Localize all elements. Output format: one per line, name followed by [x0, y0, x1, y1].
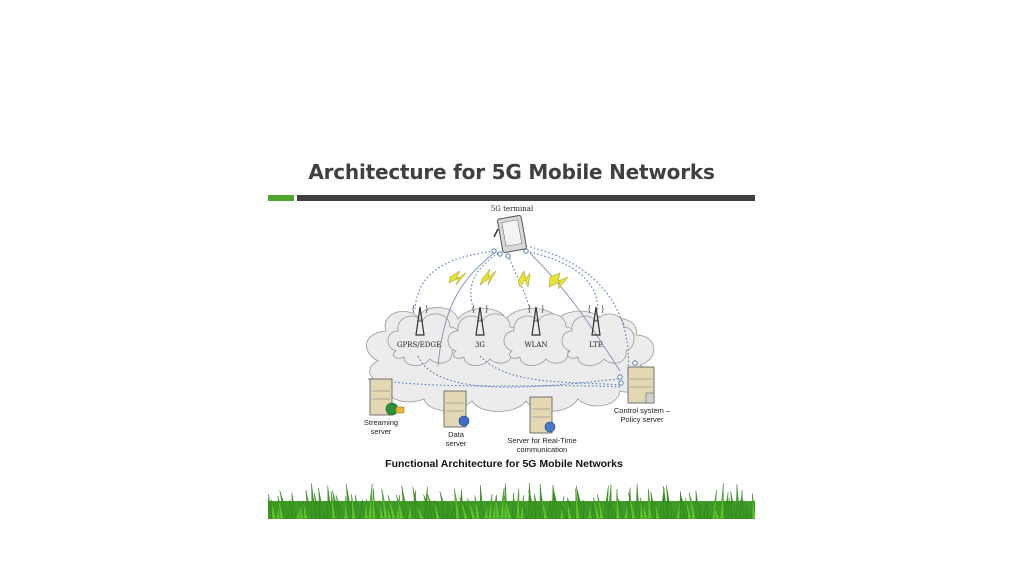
realtime-server-label-2: communication [517, 445, 567, 454]
terminal-label: 5G terminal [491, 205, 534, 213]
realtime-server-label-1: Server for Real-Time [507, 436, 576, 445]
realtime-server-icon [529, 396, 556, 434]
network-label-wlan: WLAN [524, 341, 547, 349]
title-rule-accent [268, 195, 294, 201]
network-label-3g: 3G [475, 341, 485, 349]
grass-decoration [268, 483, 755, 519]
wireless-link-icon [448, 268, 569, 290]
network-label-lte: LTE [589, 341, 603, 349]
antenna-tower-icon [412, 304, 604, 336]
streaming-server-label-2: server [371, 427, 392, 436]
data-server-label-1: Data [448, 430, 465, 439]
access-cloud-lte [561, 313, 635, 366]
streaming-server-label-1: Streaming [364, 418, 398, 427]
streaming-server-icon [369, 378, 405, 416]
control-server-label-1: Control system – [614, 406, 671, 415]
control-server-label-2: Policy server [621, 415, 664, 424]
network-label-gprs: GPRS/EDGE [397, 341, 441, 349]
control-server-icon [627, 366, 655, 404]
diagram-caption: Functional Architecture for 5G Mobile Ne… [385, 458, 623, 470]
5g-terminal-icon [493, 214, 527, 254]
slide-title: Architecture for 5G Mobile Networks [308, 160, 715, 184]
title-rule [297, 195, 755, 201]
data-server-label-2: server [446, 439, 467, 448]
architecture-diagram: 5G terminal GPRS/EDGE 3G WLAN LTE [268, 205, 755, 519]
data-server-icon [443, 390, 470, 428]
